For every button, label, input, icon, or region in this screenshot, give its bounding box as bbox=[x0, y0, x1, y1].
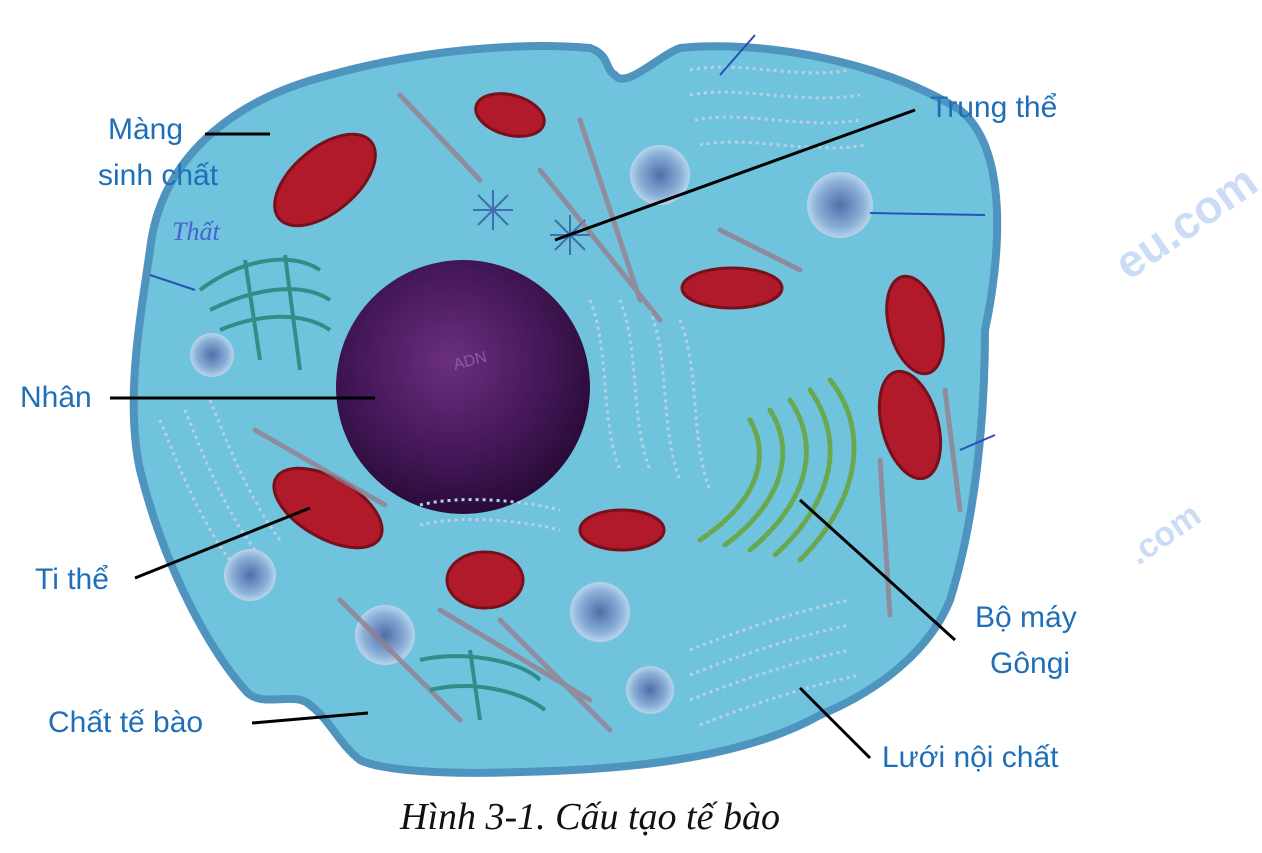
mitochondrion bbox=[447, 552, 523, 608]
label-sinh-chat: sinh chất bbox=[98, 158, 218, 194]
handwriting-note: Thất bbox=[172, 217, 220, 246]
label-chat-te-bao: Chất tế bào bbox=[48, 705, 203, 741]
label-trung-the: Trung thể bbox=[930, 90, 1057, 126]
mitochondrion bbox=[682, 268, 782, 308]
label-bo-may: Bộ máy bbox=[975, 600, 1077, 636]
label-luoi-noi-chat: Lưới nội chất bbox=[882, 740, 1059, 776]
label-mang: Màng bbox=[108, 112, 183, 148]
figure-caption: Hình 3-1. Cấu tạo tế bào bbox=[0, 795, 1180, 839]
label-ti-the: Ti thể bbox=[35, 562, 109, 598]
label-gongi: Gôngi bbox=[990, 646, 1070, 682]
label-nhan: Nhân bbox=[20, 380, 92, 416]
nucleus bbox=[336, 260, 590, 514]
mitochondrion bbox=[580, 510, 664, 550]
